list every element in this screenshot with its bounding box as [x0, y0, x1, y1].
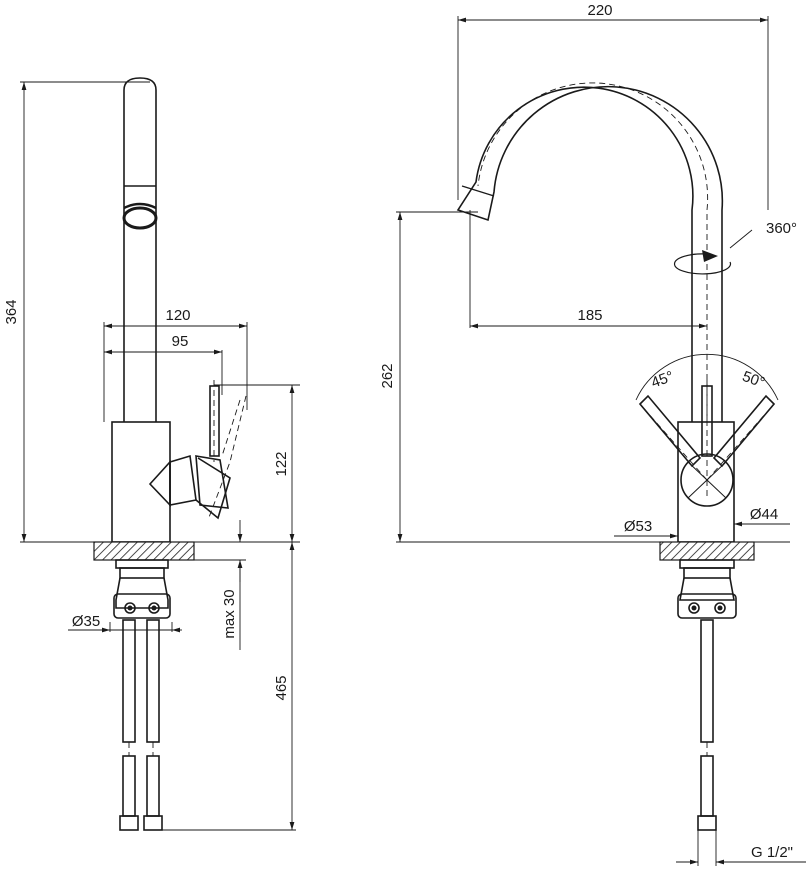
side-hoses	[119, 619, 163, 831]
dim-220-label: 220	[587, 2, 612, 19]
side-body	[111, 421, 171, 543]
front-gooseneck-spout	[456, 82, 724, 422]
dim-185-label: 185	[577, 307, 602, 324]
dim-364-label: 364	[3, 299, 20, 324]
front-hose	[697, 619, 717, 831]
front-hose-connector-right-icon	[714, 602, 726, 614]
side-handle	[148, 380, 247, 521]
front-mounting-nut	[659, 541, 755, 561]
side-spout-tube	[122, 77, 158, 422]
rotation-arrow-icon	[673, 229, 753, 275]
dim-45-label: 45°	[649, 368, 676, 392]
dim-95-label: 95	[172, 333, 189, 350]
dim-thread-label: G 1/2"	[751, 844, 793, 861]
dim-44-label: Ø44	[750, 506, 778, 523]
side-shank	[113, 559, 171, 619]
front-hose-connector-left-icon	[688, 602, 700, 614]
dim-262-label: 262	[379, 363, 396, 388]
dim-122-label: 122	[273, 451, 290, 476]
aerator-icon	[122, 206, 158, 230]
front-shank	[677, 559, 737, 619]
side-mounting-nut	[93, 541, 195, 561]
dim-max30-label: max 30	[221, 589, 238, 638]
dim-53-label: Ø53	[624, 518, 652, 535]
dim-35-label: Ø35	[72, 613, 100, 630]
front-view: 360° 45° 50°	[379, 2, 806, 866]
hose-connector-right-icon	[148, 602, 160, 614]
front-lever-swing	[635, 353, 779, 481]
dim-50-label: 50°	[740, 368, 767, 392]
hose-connector-left-icon	[124, 602, 136, 614]
dim-465-label: 465	[273, 675, 290, 700]
front-body	[677, 421, 735, 543]
side-view: 364 120 95 122 max 30 465 Ø35	[3, 77, 300, 831]
dim-360-label: 360°	[766, 220, 797, 237]
dim-120-label: 120	[165, 307, 190, 324]
